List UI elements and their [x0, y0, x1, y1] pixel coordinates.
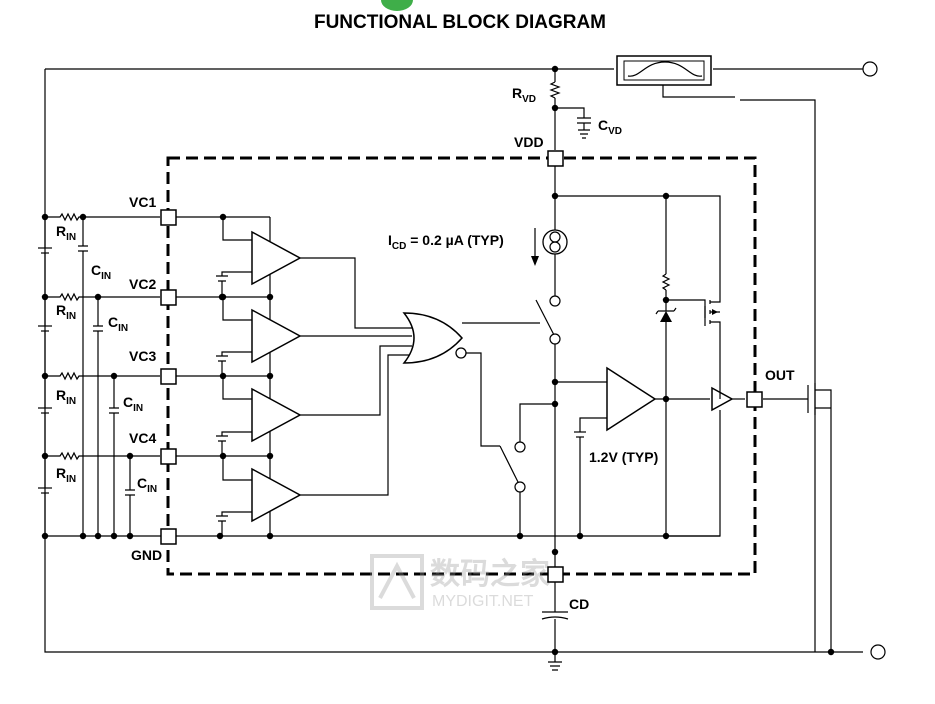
vc4-pin: [160, 448, 177, 465]
cd-label: CD: [569, 596, 589, 612]
cin-label-4: CIN: [137, 475, 157, 495]
comparator-3: [251, 387, 302, 443]
comparator-4: [251, 467, 302, 523]
cell-comparators: [176, 213, 412, 536]
ground-terminal: [870, 644, 886, 660]
rvd-label: RVD: [512, 85, 536, 105]
icd-label: ICD = 0.2 µA (TYP): [388, 232, 504, 252]
input-filter-2: [41, 292, 160, 536]
watermark: 数码之家 MYDIGIT.NET: [370, 554, 550, 610]
battery-stack: [38, 215, 52, 536]
watermark-logo-icon: [370, 554, 424, 610]
vc2-pin: [160, 289, 177, 306]
diagram-title: FUNCTIONAL BLOCK DIAGRAM: [314, 12, 606, 33]
rin-label-2: RIN: [56, 302, 76, 322]
gnd-label: GND: [131, 547, 162, 563]
cin-label-3: CIN: [123, 394, 143, 414]
ic-pins: [160, 150, 763, 583]
cvd-label: CVD: [598, 117, 622, 137]
reference-comparator: [555, 366, 745, 537]
comparator-1: [251, 230, 302, 286]
vc2-label: VC2: [129, 276, 156, 292]
comparator-2: [251, 308, 302, 364]
supply-terminal: [862, 61, 878, 77]
vdd-label: VDD: [514, 134, 544, 150]
vc3-label: VC3: [129, 348, 156, 364]
vc3-pin: [160, 368, 177, 385]
nor-gate: [402, 312, 540, 447]
vc4-label: VC4: [129, 430, 156, 446]
input-filter-3: [41, 371, 160, 536]
watermark-en: MYDIGIT.NET: [432, 593, 534, 610]
out-pin: [746, 391, 763, 408]
input-filter-4: [41, 451, 160, 536]
rin-label-1: RIN: [56, 223, 76, 243]
input-filter-1: [41, 212, 160, 536]
watermark-cn: 数码之家: [430, 557, 550, 591]
vc1-pin: [160, 209, 177, 226]
logo-icon: [381, 0, 413, 11]
cd-pin: [547, 566, 564, 583]
ground-bus: [41, 532, 720, 540]
rin-label-3: RIN: [56, 387, 76, 407]
cd-capacitor: [541, 582, 569, 671]
gnd-pin: [160, 528, 177, 545]
ic-boundary: [166, 156, 757, 576]
external-mosfet: [763, 383, 832, 415]
vdd-pin: [547, 150, 564, 167]
out-label: OUT: [765, 367, 795, 383]
vref-label: 1.2V (TYP): [589, 449, 658, 465]
vc1-label: VC1: [129, 194, 156, 210]
cin-label-1: CIN: [91, 262, 111, 282]
output-driver: [655, 196, 721, 536]
cin-label-2: CIN: [108, 314, 128, 334]
rin-label-4: RIN: [56, 465, 76, 485]
